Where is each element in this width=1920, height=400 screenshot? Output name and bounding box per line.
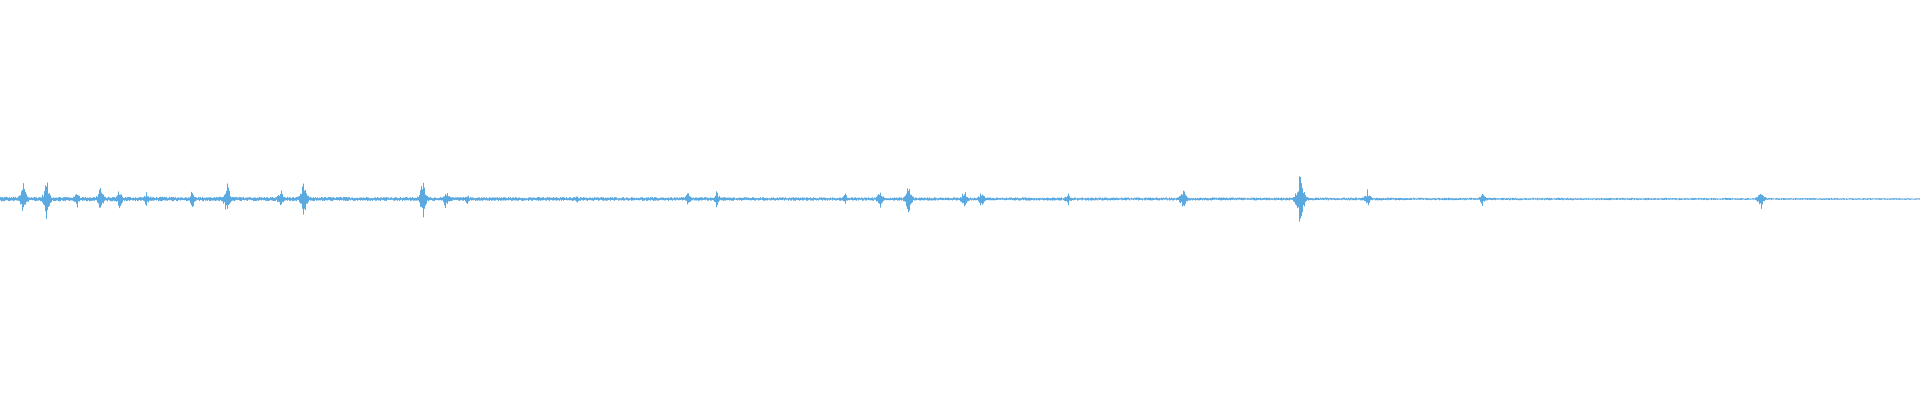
waveform-trace — [0, 176, 1920, 222]
